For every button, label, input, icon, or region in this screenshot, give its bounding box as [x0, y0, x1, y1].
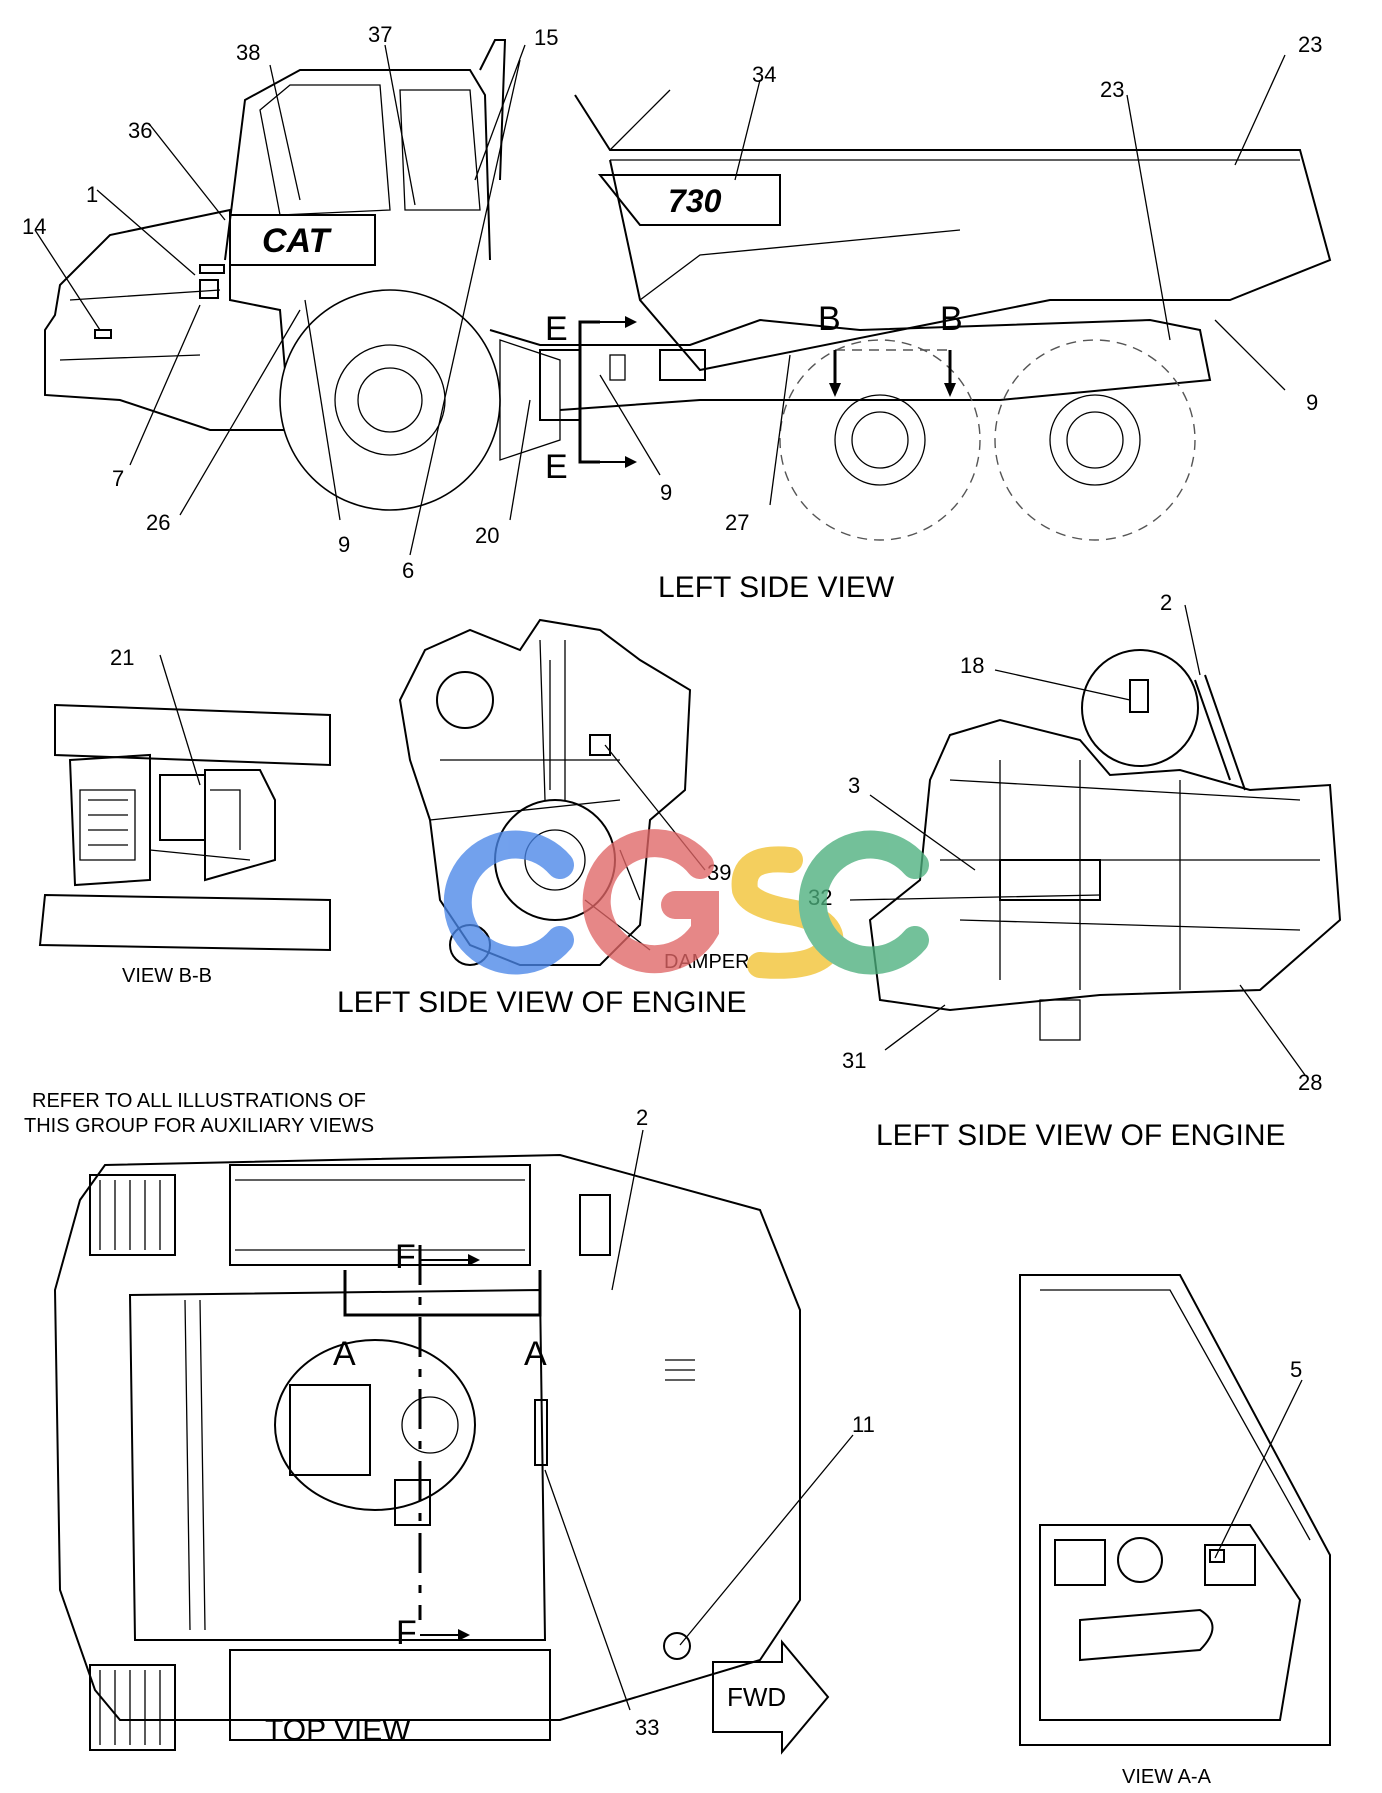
engine-view-center-title: LEFT SIDE VIEW OF ENGINE — [337, 986, 747, 1019]
tread-upper — [89, 1174, 611, 1256]
callout-26: 26 — [146, 510, 170, 535]
callout-9-b: 9 — [660, 480, 672, 505]
section-f-bottom: F — [396, 1614, 417, 1652]
callout-14: 14 — [22, 214, 46, 239]
tread-lower — [89, 1664, 176, 1751]
section-b-left: B — [818, 300, 841, 338]
front-wheel — [279, 289, 501, 511]
callout-3: 3 — [848, 773, 860, 798]
callout-21: 21 — [110, 645, 134, 670]
callout-7: 7 — [112, 466, 124, 491]
cgsc-watermark-logo — [443, 829, 929, 979]
top-view: REFER TO ALL ILLUSTRATIONS OF THIS GROUP… — [24, 1090, 875, 1755]
callout-2-top: 2 — [636, 1105, 648, 1130]
view-a-a: 5 VIEW A-A — [1019, 1274, 1331, 1788]
callout-9-c: 9 — [1306, 390, 1318, 415]
callout-38: 38 — [236, 40, 260, 65]
callout-9-a: 9 — [338, 532, 350, 557]
view-b-b-title: VIEW B-B — [122, 965, 212, 987]
fuel-cap — [663, 1632, 691, 1660]
fwd-label: FWD — [727, 1682, 786, 1712]
truck-left-side-view: CAT 730 E E B — [22, 22, 1332, 604]
model-number: 730 — [668, 183, 722, 219]
refer-note-line1: REFER TO ALL ILLUSTRATIONS OF — [32, 1090, 366, 1112]
callout-31: 31 — [842, 1048, 866, 1073]
section-a-left: A — [333, 1335, 356, 1373]
callout-28: 28 — [1298, 1070, 1322, 1095]
callout-20: 20 — [475, 523, 499, 548]
top-view-title: TOP VIEW — [265, 1714, 411, 1747]
cat-logo: CAT — [262, 222, 333, 260]
callout-27: 27 — [725, 510, 749, 535]
callout-33: 33 — [635, 1715, 659, 1740]
engine-view-center: 39 DAMPER LEFT SIDE VIEW OF ENGINE — [337, 618, 750, 1019]
callout-23-top: 23 — [1298, 32, 1322, 57]
callout-15: 15 — [534, 25, 558, 50]
section-a-right: A — [524, 1335, 547, 1373]
callout-1: 1 — [86, 182, 98, 207]
view-b-b: 21 VIEW B-B — [38, 645, 331, 987]
fwd-arrow — [712, 1639, 830, 1755]
engine-view-right: 2 18 3 32 31 28 LEFT SIDE VIEW OF ENGINE — [808, 590, 1342, 1152]
callout-2-engine: 2 — [1160, 590, 1172, 615]
callout-5: 5 — [1290, 1357, 1302, 1382]
callout-18: 18 — [960, 653, 984, 678]
refer-note-line2: THIS GROUP FOR AUXILIARY VIEWS — [24, 1115, 374, 1137]
callout-37: 37 — [368, 22, 392, 47]
callout-6: 6 — [402, 558, 414, 583]
callout-36: 36 — [128, 118, 152, 143]
section-e-bottom: E — [545, 448, 568, 486]
section-e-top: E — [545, 310, 568, 348]
section-b-right: B — [940, 300, 963, 338]
callout-34: 34 — [752, 62, 776, 87]
callout-23: 23 — [1100, 77, 1124, 102]
view-a-a-title: VIEW A-A — [1122, 1766, 1212, 1788]
rear-wheel-2 — [994, 339, 1196, 541]
rear-wheel-1 — [779, 339, 981, 541]
engine-view-right-title: LEFT SIDE VIEW OF ENGINE — [876, 1119, 1286, 1152]
section-f-top: F — [395, 1238, 416, 1276]
left-side-view-title: LEFT SIDE VIEW — [658, 571, 895, 604]
callout-11: 11 — [852, 1412, 875, 1437]
